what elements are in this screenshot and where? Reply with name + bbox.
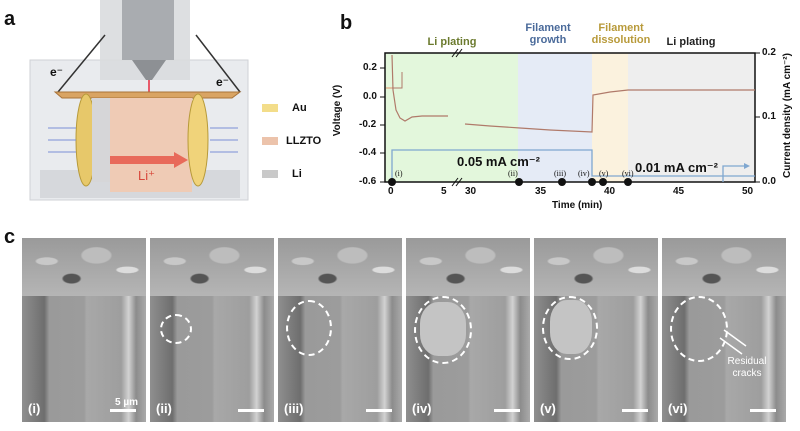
scale-bar-label: 5 µm xyxy=(115,397,138,408)
phase-label-filament-growth: Filament growth xyxy=(525,22,571,46)
phase-label-li-plating-2: Li plating xyxy=(666,36,716,48)
y2-tick-0.2: 0.2 xyxy=(762,47,776,58)
y-tick-0.2: 0.2 xyxy=(363,62,377,73)
li-ion-arrow xyxy=(174,152,188,168)
legend-item-li: Li xyxy=(262,168,302,180)
marker-label-ii: (ii) xyxy=(508,169,518,178)
sem-image-iii: (iii) xyxy=(278,238,402,422)
li-electrode xyxy=(92,98,110,182)
y2-tick-0.1: 0.1 xyxy=(762,111,776,122)
highlight-circle xyxy=(542,296,598,360)
region-li-plating-2 xyxy=(628,53,755,182)
cell-schematic xyxy=(29,0,249,201)
y-tick-neg0.6: -0.6 xyxy=(359,176,377,187)
highlight-circle xyxy=(160,314,192,344)
marker-label-i: (i) xyxy=(395,169,403,178)
marker-label-iii: (iii) xyxy=(554,169,566,178)
legend-item-llzto: LLZTO xyxy=(262,135,321,147)
panel-letter-b: b xyxy=(340,12,353,34)
sem-label-v: (v) xyxy=(540,401,556,416)
highlight-circle xyxy=(286,300,332,356)
residual-cracks-label: Residual cracks xyxy=(727,356,767,379)
voltage-series xyxy=(391,54,448,122)
region-filament-dissolution xyxy=(592,53,628,182)
marker-label-vi: (vi) xyxy=(622,169,634,178)
sem-label-iii: (iii) xyxy=(284,401,304,416)
sem-image-v: (v) xyxy=(534,238,658,422)
region-li-plating-1 xyxy=(385,53,518,182)
sem-label-iv: (iv) xyxy=(412,401,432,416)
time-markers xyxy=(388,178,632,186)
highlight-circle xyxy=(670,296,728,362)
sem-image-i: (i) 5 µm xyxy=(22,238,146,422)
y2-axis-title: Current density (mA cm⁻²) xyxy=(781,53,793,178)
electron-label-left: e⁻ xyxy=(50,65,64,79)
y-axis-title: Voltage (V) xyxy=(332,84,344,137)
scale-bar xyxy=(622,409,648,412)
panel-a-schematic: a e⁻ e⁻ Li⁺ Au LLZTO xyxy=(0,0,330,220)
marker-label-iv: (iv) xyxy=(578,169,590,178)
microscope-column xyxy=(122,0,174,60)
au-ring-right xyxy=(187,93,209,187)
scale-bar xyxy=(110,409,136,412)
llzto-swatch xyxy=(262,137,278,145)
highlight-circle xyxy=(414,296,472,364)
scale-bar xyxy=(238,409,264,412)
x-tick-40: 40 xyxy=(604,186,616,197)
sem-image-vi: Residual cracks (vi) xyxy=(662,238,786,422)
y-tick-0.0: 0.0 xyxy=(363,91,377,102)
x-tick-50: 50 xyxy=(742,186,754,197)
phase-label-li-plating-1: Li plating xyxy=(427,36,477,48)
current-series xyxy=(391,149,755,182)
sem-image-iv: (iv) xyxy=(406,238,530,422)
x-axis-title: Time (min) xyxy=(552,200,603,211)
scale-bar xyxy=(750,409,776,412)
x-tick-30: 30 xyxy=(465,186,477,197)
li-swatch xyxy=(262,170,278,178)
scale-bar xyxy=(366,409,392,412)
y-tick-neg0.2: -0.2 xyxy=(359,119,377,130)
x-tick-5: 5 xyxy=(441,186,447,197)
current-annotation-low: 0.01 mA cm⁻² xyxy=(635,160,718,175)
voltage-current-plot xyxy=(380,48,760,187)
crack-arrows xyxy=(719,329,747,355)
marker-label-v: (v) xyxy=(599,169,609,178)
li-ion-label: Li⁺ xyxy=(138,168,155,183)
x-tick-45: 45 xyxy=(673,186,685,197)
sem-label-ii: (ii) xyxy=(156,401,172,416)
y-tick-neg0.4: -0.4 xyxy=(359,147,377,158)
llzto-electrolyte xyxy=(110,98,192,192)
sem-label-i: (i) xyxy=(28,401,41,416)
scale-bar xyxy=(494,409,520,412)
au-swatch xyxy=(262,104,278,112)
panel-letter-c: c xyxy=(4,226,16,248)
sem-label-vi: (vi) xyxy=(668,401,688,416)
region-filament-growth xyxy=(518,53,592,182)
phase-label-filament-dissolution: Filament dissolution xyxy=(591,22,651,46)
panel-letter-a: a xyxy=(4,8,16,30)
sem-image-ii: (ii) xyxy=(150,238,274,422)
panel-b-chart: b Li plating Filament growth Filament di… xyxy=(330,0,800,220)
x-tick-35: 35 xyxy=(535,186,547,197)
legend-item-au: Au xyxy=(262,102,307,114)
current-annotation-high: 0.05 mA cm⁻² xyxy=(457,154,540,169)
electron-label-right: e⁻ xyxy=(216,75,230,89)
x-tick-0: 0 xyxy=(388,186,394,197)
y2-tick-0.0: 0.0 xyxy=(762,176,776,187)
